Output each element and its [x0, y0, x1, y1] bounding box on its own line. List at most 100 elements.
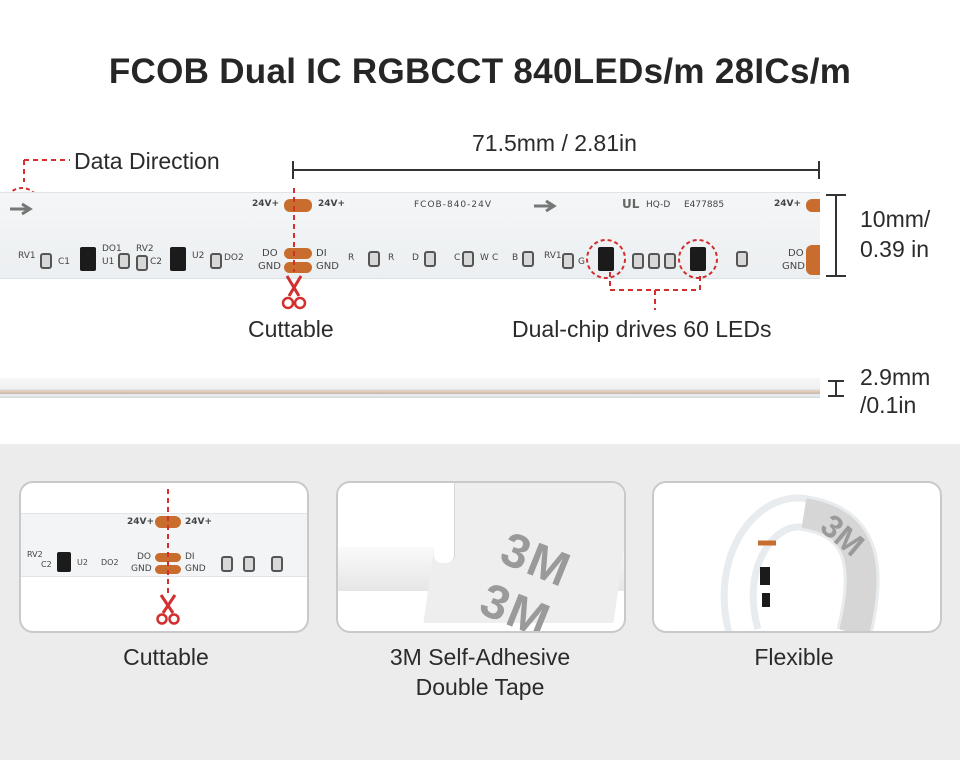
strip-c: C [454, 253, 461, 263]
scissors-icon [156, 594, 180, 625]
strip-r: R [388, 253, 395, 263]
strip-model: FCOB-840-24V [414, 200, 493, 210]
component [424, 251, 436, 267]
strip-u2: U2 [192, 251, 205, 261]
strip-24v-left: 24V+ [252, 199, 280, 209]
caption-flexible: Flexible [754, 644, 834, 670]
thickness-label-1: 2.9mm [860, 364, 931, 390]
width-dim-label-1: 10mm/ [860, 206, 931, 232]
card1-u2: U2 [77, 558, 88, 567]
card1-24v-a: 24V+ [127, 517, 155, 527]
width-dim-line [835, 194, 837, 276]
ic-chip [80, 247, 96, 271]
component [221, 556, 233, 572]
thickness-label-2: /0.1in [860, 392, 917, 418]
strip-do: DO [262, 248, 278, 259]
component [632, 253, 644, 269]
width-dim-bottom-tick [826, 275, 846, 277]
thickness-dim-line [835, 380, 837, 396]
flexible-strip-illustration [720, 494, 880, 631]
length-dim-tick-left [292, 161, 294, 179]
copper-pad-24v [155, 516, 181, 528]
copper-pad-end-right [806, 245, 820, 275]
copper-pad-do [284, 248, 312, 259]
data-direction-label: Data Direction [74, 148, 220, 174]
strip-closeup: 24V+ 24V+ RV2 C2 U2 DO2 DO GND DI GND [21, 513, 307, 577]
strip-di: DI [316, 248, 327, 259]
card1-do2: DO2 [101, 558, 119, 567]
card1-rv2: RV2 [27, 550, 43, 559]
length-dimension-label: 71.5mm / 2.81in [472, 130, 637, 156]
tape-roll-edge [434, 483, 455, 563]
width-dim-label-2: 0.39 in [860, 236, 930, 262]
component [368, 251, 380, 267]
strip-d: D [412, 253, 419, 263]
copper-pad-gnd [155, 565, 181, 574]
feature-card-cuttable: 24V+ 24V+ RV2 C2 U2 DO2 DO GND DI GND [19, 481, 309, 633]
arrow-right-icon [10, 202, 33, 216]
copper-pad-gnd [284, 262, 312, 273]
page-title: FCOB Dual IC RGBCCT 840LEDs/m 28ICs/m [108, 52, 852, 91]
dual-chip-highlight [586, 239, 718, 279]
led-strip-top-view: 24V+ 24V+ FCOB-840-24V UL HQ-D E477885 2… [0, 192, 820, 279]
card1-di: DI [185, 552, 195, 562]
strip-g: G [578, 257, 585, 267]
card1-24v-b: 24V+ [185, 517, 213, 527]
caption-cuttable: Cuttable [123, 644, 209, 670]
strip-do-end: DO [788, 248, 804, 259]
component [562, 253, 574, 269]
length-dimension-line [293, 169, 820, 171]
component [118, 253, 130, 269]
strip-cert: HQ-D [646, 200, 671, 210]
cut-line [293, 188, 295, 272]
strip-rv1: RV1 [544, 251, 562, 261]
ul-mark-icon: UL [622, 197, 640, 211]
card1-gnd-2: GND [185, 564, 206, 574]
ic-chip [57, 552, 71, 572]
component [210, 253, 222, 269]
led-strip-side-profile [0, 378, 820, 398]
feature-card-3m-tape: 3M 3M [336, 481, 626, 633]
component [136, 255, 148, 271]
strip-gnd: GND [258, 261, 281, 272]
strip-c1: C1 [58, 257, 71, 267]
copper-pad-24v [284, 199, 312, 212]
component [522, 251, 534, 267]
strip-u1: U1 [102, 257, 115, 267]
strip-w: W [480, 253, 489, 263]
dual-chip-label: Dual-chip drives 60 LEDs [512, 316, 772, 342]
length-dim-tick-right [818, 161, 820, 179]
card1-do: DO [137, 552, 152, 562]
card1-gnd: GND [131, 564, 152, 574]
dual-chip-bracket [609, 272, 701, 310]
strip-gnd-2: GND [316, 261, 339, 272]
strip-cert-number: E477885 [684, 200, 725, 210]
strip-do2: DO2 [224, 253, 244, 263]
component [736, 251, 748, 267]
feature-card-flexible: 3M [652, 481, 942, 633]
strip-b: B [512, 253, 519, 263]
strip-24v-right: 24V+ [318, 199, 346, 209]
strip-rv2: RV2 [136, 244, 154, 254]
component [271, 556, 283, 572]
thickness-dim-bottom [828, 395, 844, 397]
card1-c2: C2 [41, 560, 52, 569]
ic-chip [170, 247, 186, 271]
component [243, 556, 255, 572]
strip-c: C [492, 253, 499, 263]
copper-pad-do [155, 553, 181, 562]
strip-r: R [348, 253, 355, 263]
strip-rv1: RV1 [18, 251, 36, 261]
component [664, 253, 676, 269]
strip-24v-end: 24V+ [774, 199, 802, 209]
caption-3m-tape-line-2: Double Tape [415, 674, 545, 700]
strip-gnd-end: GND [782, 261, 805, 272]
arrow-right-icon [534, 199, 557, 213]
component [462, 251, 474, 267]
component [40, 253, 52, 269]
ic-chip [690, 247, 706, 271]
scissors-icon [281, 275, 307, 310]
component [648, 253, 660, 269]
caption-3m-tape-line-1: 3M Self-Adhesive [389, 644, 571, 670]
cuttable-label: Cuttable [248, 316, 334, 342]
